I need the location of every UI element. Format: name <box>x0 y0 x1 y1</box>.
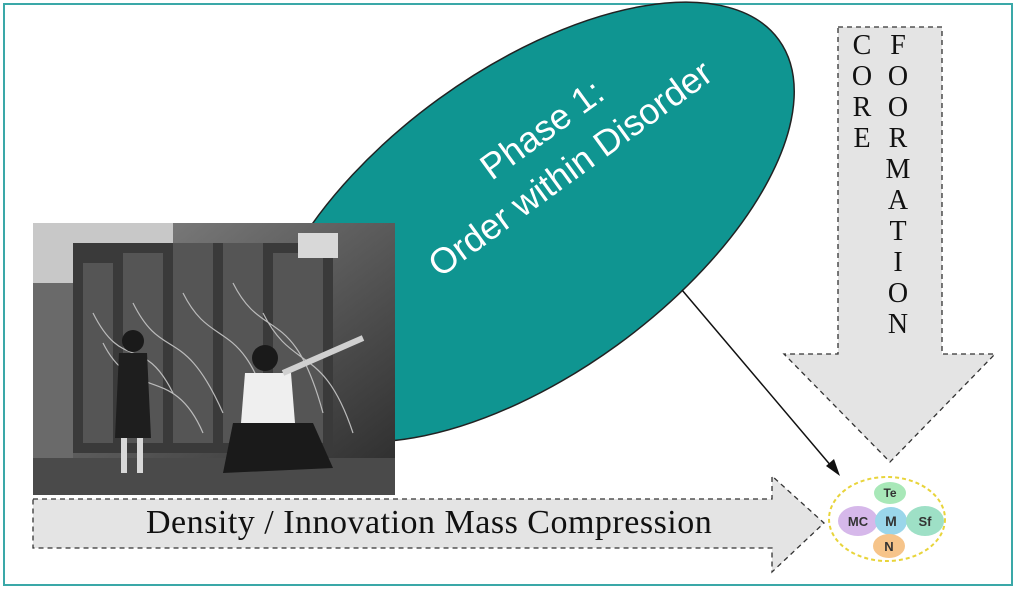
formation-letter: R <box>888 123 908 154</box>
connector-arrow <box>681 289 833 468</box>
outer-frame <box>3 3 1013 586</box>
chip-n: N <box>873 534 905 558</box>
core-letter: E <box>853 123 871 154</box>
core-letter: R <box>852 92 872 123</box>
density-arrow <box>32 474 825 574</box>
formation-letter: O <box>887 278 909 309</box>
formation-letters: F O O R M A T I O N <box>884 30 912 340</box>
formation-letter: F <box>890 30 906 61</box>
historic-computer-photo <box>33 223 395 495</box>
formation-letter: O <box>887 61 909 92</box>
core-formation-arrow <box>782 26 997 463</box>
density-label: Density / Innovation Mass Compression <box>146 504 713 541</box>
chip-sf: Sf <box>906 506 944 536</box>
core-letter: C <box>852 30 872 61</box>
formation-letter: T <box>889 216 907 247</box>
chip-mc: MC <box>838 506 878 536</box>
chip-te: Te <box>874 482 906 504</box>
formation-letter: N <box>887 309 909 340</box>
formation-letter: A <box>887 185 909 216</box>
core-letter: O <box>851 61 873 92</box>
formation-letter: I <box>893 247 903 278</box>
formation-letter: O <box>887 92 909 123</box>
formation-letter: M <box>885 154 911 185</box>
core-letters: C O R E <box>848 30 876 154</box>
chip-m: M <box>875 507 907 535</box>
connector-arrowhead <box>826 459 840 476</box>
